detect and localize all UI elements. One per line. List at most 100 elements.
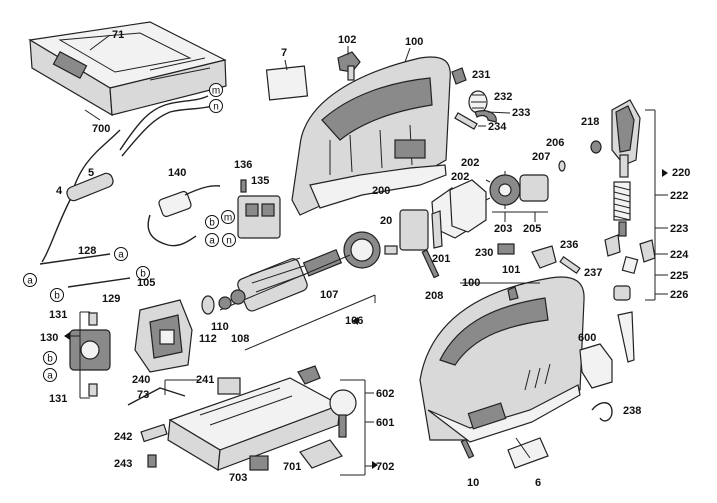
spring <box>613 181 631 221</box>
circle-label-m-switch: m <box>221 210 235 224</box>
pin-223 <box>618 221 627 237</box>
gear-200 <box>485 171 525 209</box>
label-6 <box>507 437 549 469</box>
gear-bracket-20 <box>399 209 429 251</box>
label-226: 226 <box>670 289 688 301</box>
label-601: 601 <box>376 417 394 429</box>
part-224b <box>639 239 656 263</box>
circle-label-n-top: n <box>209 99 223 113</box>
label-101: 101 <box>502 264 520 276</box>
label-208: 208 <box>425 290 443 302</box>
label-73: 73 <box>137 389 149 401</box>
label-5: 5 <box>88 167 94 179</box>
label-131-top: 131 <box>49 309 67 321</box>
label-131-bottom: 131 <box>49 393 67 405</box>
svg-text:b: b <box>47 354 53 365</box>
label-702: 702 <box>376 461 394 473</box>
label-205: 205 <box>523 223 541 235</box>
part-230 <box>497 243 515 255</box>
label-225: 225 <box>670 270 688 282</box>
cord-sleeve-5 <box>66 172 114 202</box>
label-108: 108 <box>231 333 249 345</box>
label-218: 218 <box>581 116 599 128</box>
wire-pair <box>119 95 213 157</box>
svg-text:n: n <box>226 236 232 247</box>
label-701: 701 <box>283 461 301 473</box>
interference-capacitor-140 <box>147 185 221 247</box>
part-602 <box>297 365 321 385</box>
label-220: 220 <box>672 167 690 179</box>
part-101 <box>507 286 519 301</box>
label-238: 238 <box>623 405 641 417</box>
part-242 <box>140 423 168 443</box>
label-240: 240 <box>132 374 150 386</box>
label-128: 128 <box>78 245 96 257</box>
pin-237 <box>559 255 581 275</box>
label-71: 71 <box>112 29 124 41</box>
label-234: 234 <box>488 121 507 133</box>
part-701 <box>299 439 343 469</box>
svg-text:m: m <box>224 213 232 224</box>
circle-label-a-brush: a <box>43 368 57 382</box>
svg-text:b: b <box>209 218 215 229</box>
label-135: 135 <box>251 175 269 187</box>
label-242: 242 <box>114 431 132 443</box>
circle-label-a-wire-left: a <box>23 273 37 287</box>
label-130: 130 <box>40 332 58 344</box>
part-234 <box>454 112 478 130</box>
bearing-112 <box>201 295 215 315</box>
label-140: 140 <box>168 167 186 179</box>
label-100-top: 100 <box>405 36 423 48</box>
part-206 <box>590 140 602 154</box>
label-241: 241 <box>196 374 214 386</box>
label-107: 107 <box>320 289 338 301</box>
svg-text:b: b <box>54 291 60 302</box>
label-207: 207 <box>532 151 550 163</box>
label-233: 233 <box>512 107 530 119</box>
arrow-heads <box>64 169 668 469</box>
label-236: 236 <box>560 239 578 251</box>
circle-label-b-wire-left: b <box>50 288 64 302</box>
wire-238 <box>591 402 613 422</box>
label-243: 243 <box>114 458 132 470</box>
bearing-108 <box>230 289 246 305</box>
part-232 <box>468 90 488 114</box>
label-700: 700 <box>92 123 110 135</box>
circle-label-b-brush: b <box>43 351 57 365</box>
label-136: 136 <box>234 159 252 171</box>
label-230: 230 <box>475 247 493 259</box>
svg-text:a: a <box>118 250 124 261</box>
label-202-left: 202 <box>451 171 469 183</box>
part-703 <box>249 455 269 471</box>
part-labels: 71 700 7 102 100 231 232 233 234 218 206… <box>40 29 690 489</box>
part-201 <box>431 210 443 249</box>
label-222: 222 <box>670 190 688 202</box>
label-110: 110 <box>211 321 229 333</box>
label-105: 105 <box>137 277 155 289</box>
part-236 <box>531 245 557 269</box>
armature <box>219 231 398 312</box>
part-231 <box>451 67 467 85</box>
label-602: 602 <box>376 388 394 400</box>
svg-text:a: a <box>27 276 33 287</box>
brush-holder <box>69 312 111 397</box>
circle-label-b-switch: b <box>205 215 219 229</box>
label-223: 223 <box>670 223 688 235</box>
blade <box>617 311 635 363</box>
gear-stack <box>519 174 549 202</box>
label-224: 224 <box>670 249 689 261</box>
circle-label-m-top: m <box>209 83 223 97</box>
circle-label-a-wire128: a <box>114 247 128 261</box>
label-600: 600 <box>578 332 596 344</box>
circle-label-b-wire129: b <box>136 266 150 280</box>
knob-601 <box>329 389 357 417</box>
circle-label-a-switch: a <box>205 233 219 247</box>
part-207 <box>558 160 566 172</box>
svg-text:b: b <box>140 269 146 280</box>
allen-key-73 <box>127 387 186 406</box>
screw-208 <box>421 249 440 279</box>
label-206: 206 <box>546 137 564 149</box>
label-112: 112 <box>199 333 217 345</box>
screw-601 <box>338 414 347 438</box>
